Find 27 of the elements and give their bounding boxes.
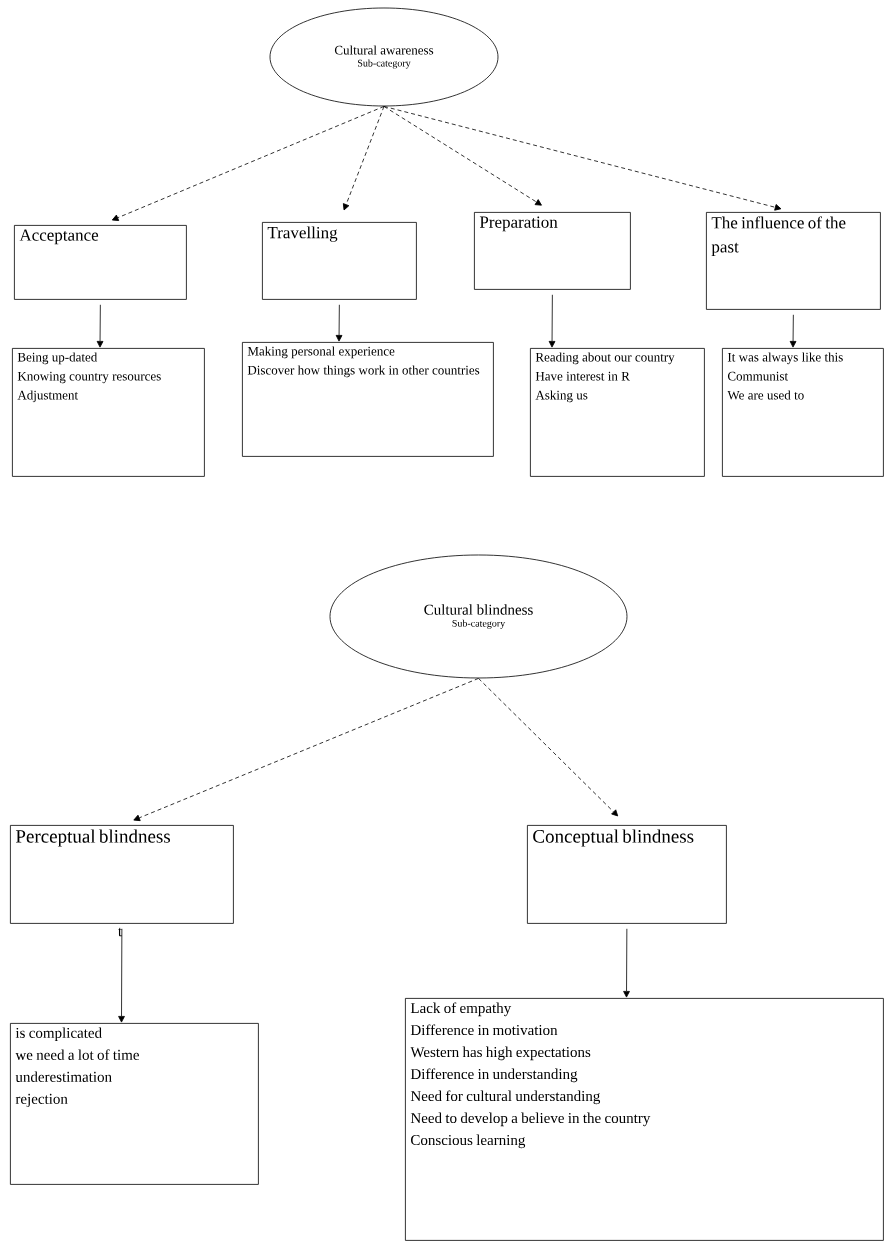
label: t [118, 927, 122, 937]
text-box: Preparation [474, 212, 631, 290]
text-box: Perceptual blindness [10, 825, 234, 924]
text-box: Acceptance [14, 225, 187, 300]
text-box: The influence of the past [706, 212, 881, 310]
oval-node: Cultural awareness Sub-category [269, 7, 499, 107]
arrow [133, 678, 479, 822]
arrow [548, 294, 556, 348]
text-box: Lack of empathy Difference in motivation Western has high expectations Difference in understanding Need for cultural understanding Need to develop a believe in the country Conscious learning [405, 998, 884, 1241]
text-box: Making personal experience Discover how things work in other countries [242, 342, 494, 457]
arrow [96, 304, 104, 348]
text-box: Being up-dated Knowing country resources Adjustment [12, 348, 205, 477]
text-box: Conceptual blindness [527, 825, 727, 924]
arrow [118, 928, 125, 1023]
text-box: Reading about our country Have interest in R Asking us [530, 348, 705, 477]
arrow [111, 106, 385, 221]
arrow [383, 106, 542, 206]
arrow [335, 304, 343, 342]
arrow [383, 106, 782, 211]
text-box: It was always like this Communist We are used to [722, 348, 884, 477]
arrow [789, 314, 797, 348]
text-box: is complicated we need a lot of time underestimation rejection [10, 1023, 259, 1185]
arrow [342, 106, 385, 211]
arrow [478, 678, 619, 817]
text-box: Travelling [262, 222, 417, 300]
oval-node: Cultural blindness Sub-category [329, 554, 628, 679]
arrow [623, 928, 630, 998]
